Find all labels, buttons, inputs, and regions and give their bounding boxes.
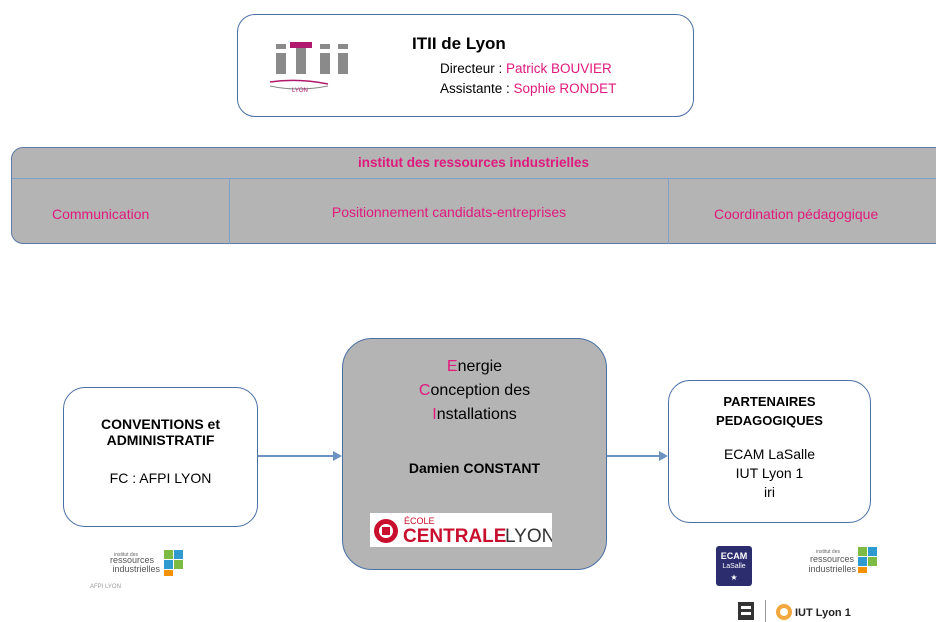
band-divider	[12, 178, 936, 179]
svg-text:ressources: ressources	[110, 555, 155, 565]
band-title: institut des ressources industrielles	[357, 155, 590, 170]
conception-line: Conception des	[418, 382, 531, 399]
partner-ecam: ECAM LaSalle	[723, 446, 816, 462]
svg-text:industrielles: industrielles	[808, 564, 856, 574]
iri-logo-right: institut des ressources industrielles	[808, 547, 877, 574]
svg-text:ÉCOLE: ÉCOLE	[404, 516, 435, 526]
svg-text:industrielles: industrielles	[112, 564, 160, 574]
svg-text:IUT Lyon 1: IUT Lyon 1	[795, 607, 851, 619]
arrow-right	[607, 455, 660, 457]
arrow-left	[258, 455, 334, 457]
conventions-body: FC : AFPI LYON	[109, 470, 212, 486]
svg-text:CENTRALE: CENTRALE	[403, 526, 506, 547]
band-item-communication: Communication	[52, 206, 150, 222]
itii-logo: LYON	[269, 42, 348, 94]
arrow-head-left	[333, 451, 342, 461]
svg-text:LYON: LYON	[292, 88, 308, 94]
svg-text:ressources: ressources	[810, 554, 855, 564]
iut-lyon-logo: IUT Lyon 1	[738, 600, 851, 622]
arrow-head-right	[659, 451, 668, 461]
partenaires-title: PARTENAIRES PEDAGOGIQUES	[716, 394, 823, 428]
svg-text:★: ★	[730, 573, 737, 582]
svg-text:LYON: LYON	[505, 526, 552, 547]
conventions-box	[63, 387, 258, 527]
svg-text:institut des: institut des	[114, 552, 138, 558]
manager-name: Damien CONSTANT	[408, 460, 541, 476]
svg-text:LaSalle: LaSalle	[722, 563, 745, 570]
conventions-title: CONVENTIONS et ADMINISTRATIF	[100, 416, 220, 448]
iri-afpi-logo: institut des ressources industrielles AF…	[90, 550, 183, 590]
band-item-positionnement: Positionnement candidats-entreprises	[331, 204, 567, 220]
centrale-lyon-logo: ÉCOLE CENTRALE LYON	[370, 513, 555, 547]
installations-line: Installations	[432, 406, 517, 423]
partenaires-list: ECAM LaSalle IUT Lyon 1 iri	[668, 445, 871, 502]
svg-text:ECAM: ECAM	[721, 551, 748, 561]
partenaires-box	[668, 380, 871, 523]
directeur-line: Directeur : Patrick BOUVIER	[440, 61, 612, 76]
band-divider	[668, 178, 669, 244]
partner-iut: IUT Lyon 1	[735, 465, 804, 481]
svg-text:AFPI LYON: AFPI LYON	[90, 584, 121, 590]
iri-band	[11, 147, 936, 244]
band-item-coordination: Coordination pédagogique	[714, 206, 879, 222]
band-divider	[229, 178, 230, 244]
svg-text:institut des: institut des	[816, 549, 840, 555]
energie-line: Energie	[446, 358, 503, 375]
itii-header-box	[237, 14, 694, 117]
ecam-logo: ECAM LaSalle ★	[716, 546, 752, 586]
assistante-line: Assistante : Sophie RONDET	[440, 81, 617, 96]
partner-iri: iri	[764, 484, 775, 500]
org-title: ITII de Lyon	[412, 34, 506, 53]
